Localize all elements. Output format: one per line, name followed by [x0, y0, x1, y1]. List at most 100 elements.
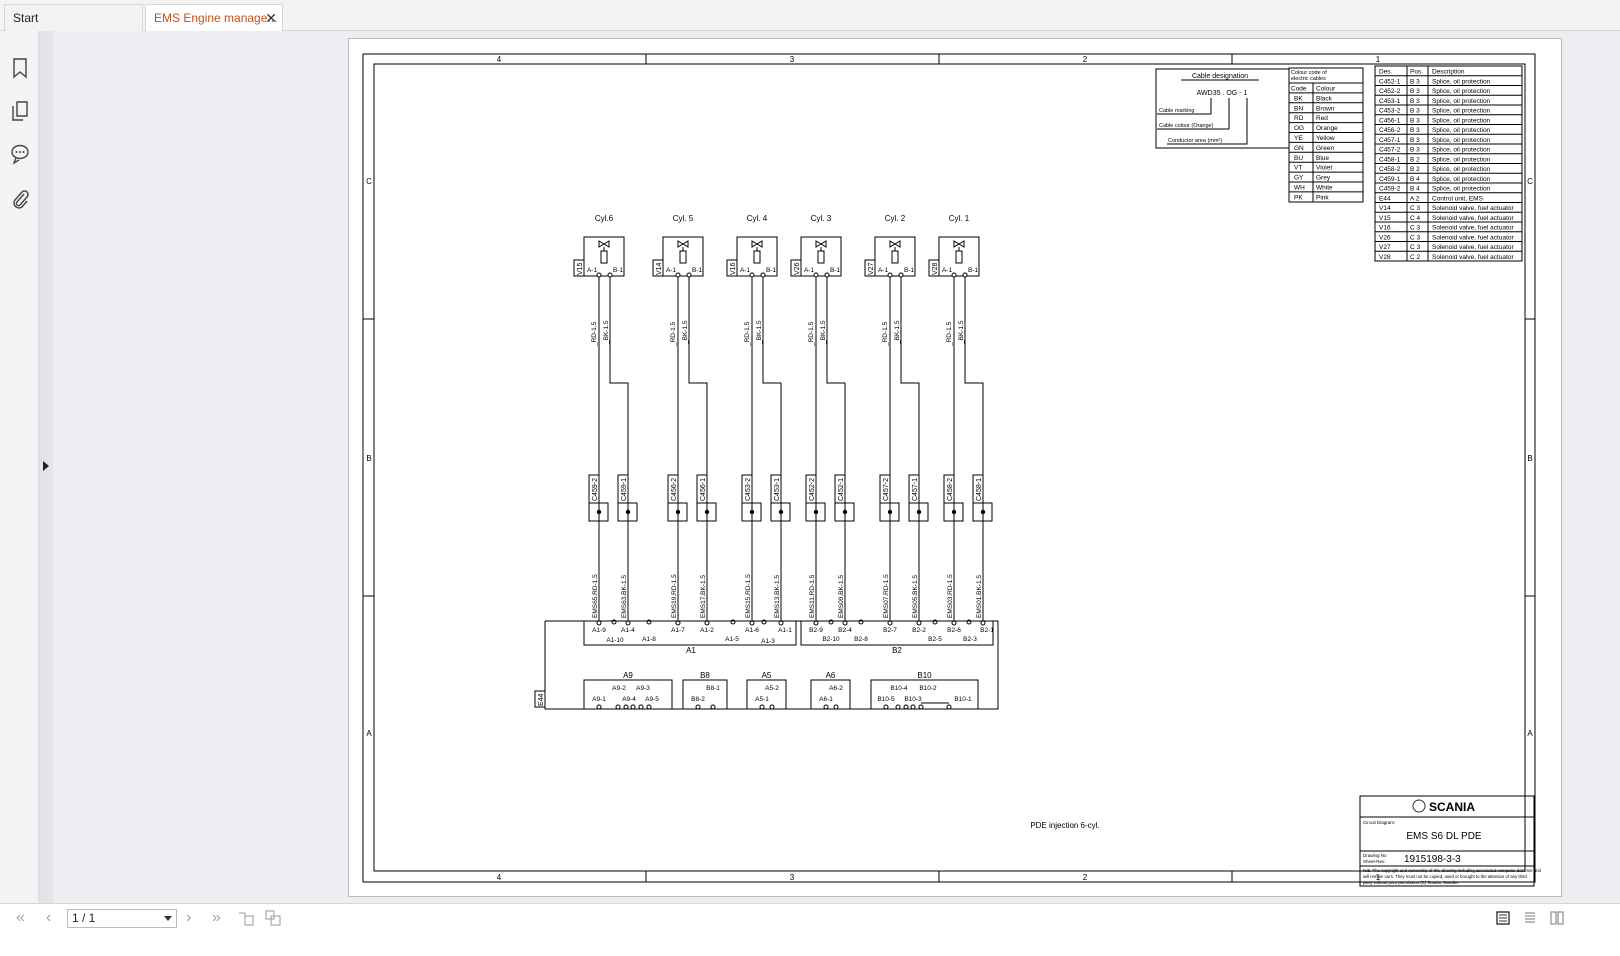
sub-connector-pin-label: A6-2 [829, 685, 843, 692]
component-position: B 2 [1410, 156, 1420, 163]
connector-pin-label: B2-10 [822, 636, 840, 643]
component-position: C 3 [1410, 244, 1421, 251]
solenoid-valve-box [583, 236, 625, 277]
last-page-icon[interactable]: » [212, 909, 221, 926]
pin-terminal [675, 272, 681, 278]
grid-row-label: B [366, 454, 371, 463]
two-page-view-icon[interactable] [1550, 911, 1564, 925]
pin-terminal [596, 704, 602, 710]
page-selector[interactable]: 1 / 1 [67, 909, 177, 928]
pin-terminal [675, 620, 681, 626]
connector-label: A1 [686, 646, 696, 655]
valve-designation: V27 [868, 262, 875, 275]
copyright-notice: will remain ours. They must not be copie… [1363, 874, 1527, 879]
pin-terminal [596, 272, 602, 278]
splice-label-box [834, 474, 846, 504]
splice-label: C456-1 [700, 478, 707, 501]
pin-terminal [760, 272, 766, 278]
valve-pin-label: A-1 [942, 267, 953, 274]
valve-designation-box [864, 259, 876, 277]
splice-label: C452-1 [838, 478, 845, 501]
component-designation: C457-1 [1379, 137, 1401, 144]
grid-column-label: 3 [790, 55, 795, 64]
component-designation: C458-2 [1379, 166, 1401, 173]
wire-label-b: _BK-1.5 [603, 320, 610, 345]
sub-connector-pin-label: A5-1 [755, 696, 769, 703]
pin-terminal [833, 704, 839, 710]
colour-name: Violet [1316, 165, 1332, 172]
connector-b2 [800, 620, 994, 646]
pin-terminal [842, 620, 848, 626]
sub-connector-b8 [682, 679, 728, 709]
pin-terminal [607, 272, 613, 278]
colour-name: Black [1316, 95, 1333, 102]
component-designation: V27 [1379, 244, 1391, 251]
grid-column-label: 3 [790, 873, 795, 882]
colour-name: Red [1316, 115, 1328, 122]
splice-label: C453-2 [745, 478, 752, 501]
component-designation: C459-1 [1379, 176, 1401, 183]
comments-icon[interactable] [10, 143, 30, 165]
pin-terminal [710, 704, 716, 710]
connector-pin-label: A1-10 [606, 637, 624, 644]
valve-pin-label: A-1 [878, 267, 889, 274]
pin-terminal [623, 704, 629, 710]
next-page-icon[interactable]: › [186, 909, 192, 926]
grid-column-label: 4 [497, 873, 502, 882]
component-position: B 3 [1410, 88, 1420, 95]
component-position: B 2 [1410, 166, 1420, 173]
wire-black [900, 277, 920, 621]
connector-pin-label: B2-9 [809, 627, 823, 634]
sub-connector-label: A5 [762, 671, 772, 680]
tab-ems-document[interactable]: EMS Engine manage...✕ [145, 4, 283, 31]
component-description: Splice, oil protection [1432, 108, 1491, 115]
diagram-caption: PDE injection 6-cyl. [1030, 821, 1099, 830]
component-designation: C457-2 [1379, 147, 1401, 154]
pages-icon[interactable] [10, 100, 30, 122]
pin-terminal [615, 704, 621, 710]
splice-dot [778, 509, 784, 515]
splice-dot [596, 509, 602, 515]
pin-terminal [813, 620, 819, 626]
pin-terminal [596, 620, 602, 626]
colour-code: BN [1294, 105, 1303, 112]
solenoid-valve-box [662, 236, 704, 277]
expand-panel-icon[interactable] [43, 461, 49, 471]
connector-pin-label: A1-1 [778, 627, 792, 634]
valve-symbol-icon [598, 240, 610, 248]
single-page-view-icon[interactable] [1496, 911, 1510, 925]
sub-connector-label: B8 [700, 671, 710, 680]
component-designation: V28 [1379, 254, 1391, 261]
wire-label-a: _RD-1.5 [591, 321, 598, 347]
grid-column-label: 2 [1083, 55, 1088, 64]
pin-terminal [910, 704, 916, 710]
bookmark-icon[interactable] [10, 57, 30, 79]
attachment-icon[interactable] [10, 188, 30, 210]
splice-label-box [741, 474, 753, 504]
previous-page-icon[interactable]: ‹ [46, 909, 52, 926]
connector-pin-label: B2-4 [838, 627, 852, 634]
cable-marking-label: Cable marking [1159, 108, 1194, 114]
connector-pin-label: B2-6 [947, 627, 961, 634]
close-icon[interactable]: ✕ [265, 10, 277, 26]
extract-page-icon[interactable] [265, 910, 281, 926]
valve-designation: V16 [730, 262, 737, 275]
sub-connector-pin-label: B10-2 [919, 685, 937, 692]
wire-black [964, 277, 984, 621]
colour-code: OG [1294, 125, 1304, 132]
sub-connector-pin-label: B10-4 [890, 685, 908, 692]
splice-dot [916, 509, 922, 515]
drawing-label: Sheet-Rev: [1363, 859, 1386, 864]
first-page-icon[interactable]: « [16, 909, 25, 926]
splice-dot [749, 509, 755, 515]
tab-start[interactable]: Start [4, 4, 143, 31]
ems-wire-label: EMS11.RD-1.5 [809, 574, 816, 618]
page-number: 1 / 1 [72, 911, 96, 925]
component-designation: C456-2 [1379, 127, 1401, 134]
rotate-page-icon[interactable] [238, 910, 254, 926]
colour-code: RD [1294, 115, 1304, 122]
continuous-view-icon[interactable] [1523, 911, 1537, 925]
control-unit-outline [544, 620, 999, 710]
wire-black [826, 277, 846, 621]
